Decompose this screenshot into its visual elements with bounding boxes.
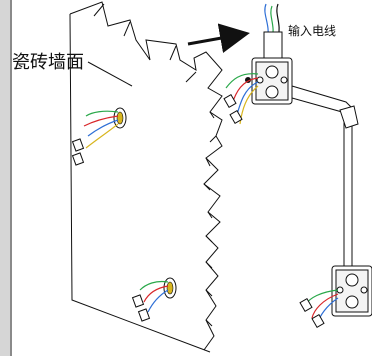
hole-connector-lower-icon: [131, 294, 151, 322]
left-margin-bar: [0, 0, 10, 356]
wall-surface-label: 瓷砖墙面: [12, 52, 84, 73]
wire-connector-icon: [223, 93, 243, 125]
wall-hole-lower-icon: [163, 277, 177, 299]
junction-box-bottom-icon: [331, 265, 372, 317]
arrow-right-icon: [187, 23, 250, 53]
wall-surface: [69, 1, 223, 353]
hole-connector-upper-icon: [71, 138, 85, 166]
hole-wires-lower: [139, 280, 169, 313]
bottom-wire-connector-icon: [299, 297, 325, 329]
junction-box-icon: [251, 57, 293, 105]
input-wire-label: 输入电线: [288, 24, 337, 38]
wall-hole-icon: [113, 107, 127, 129]
hole-wires-upper: [83, 110, 119, 149]
conduit-pipe-icon: [291, 85, 359, 271]
wall-label-leader: [87, 61, 133, 87]
left-margin-line: [10, 0, 12, 356]
